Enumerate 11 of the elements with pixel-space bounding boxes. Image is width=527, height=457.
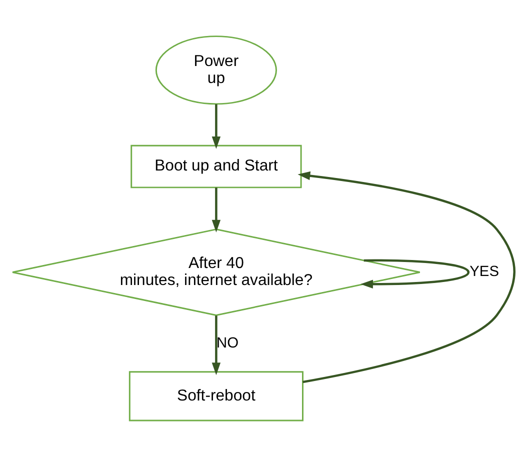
node-ellipse: Power up bbox=[155, 36, 277, 105]
arrow bbox=[298, 171, 516, 384]
edge-label: NO bbox=[216, 335, 239, 352]
node-box: Soft-reboot bbox=[128, 371, 304, 422]
arrow bbox=[212, 316, 221, 376]
edge-label: YES bbox=[470, 264, 500, 280]
arrow bbox=[360, 259, 470, 289]
node-box: Boot up and Start bbox=[130, 144, 302, 188]
arrow bbox=[212, 104, 221, 149]
node-diamond: After 40 minutes, internet available? bbox=[12, 228, 421, 316]
arrow bbox=[212, 188, 221, 232]
